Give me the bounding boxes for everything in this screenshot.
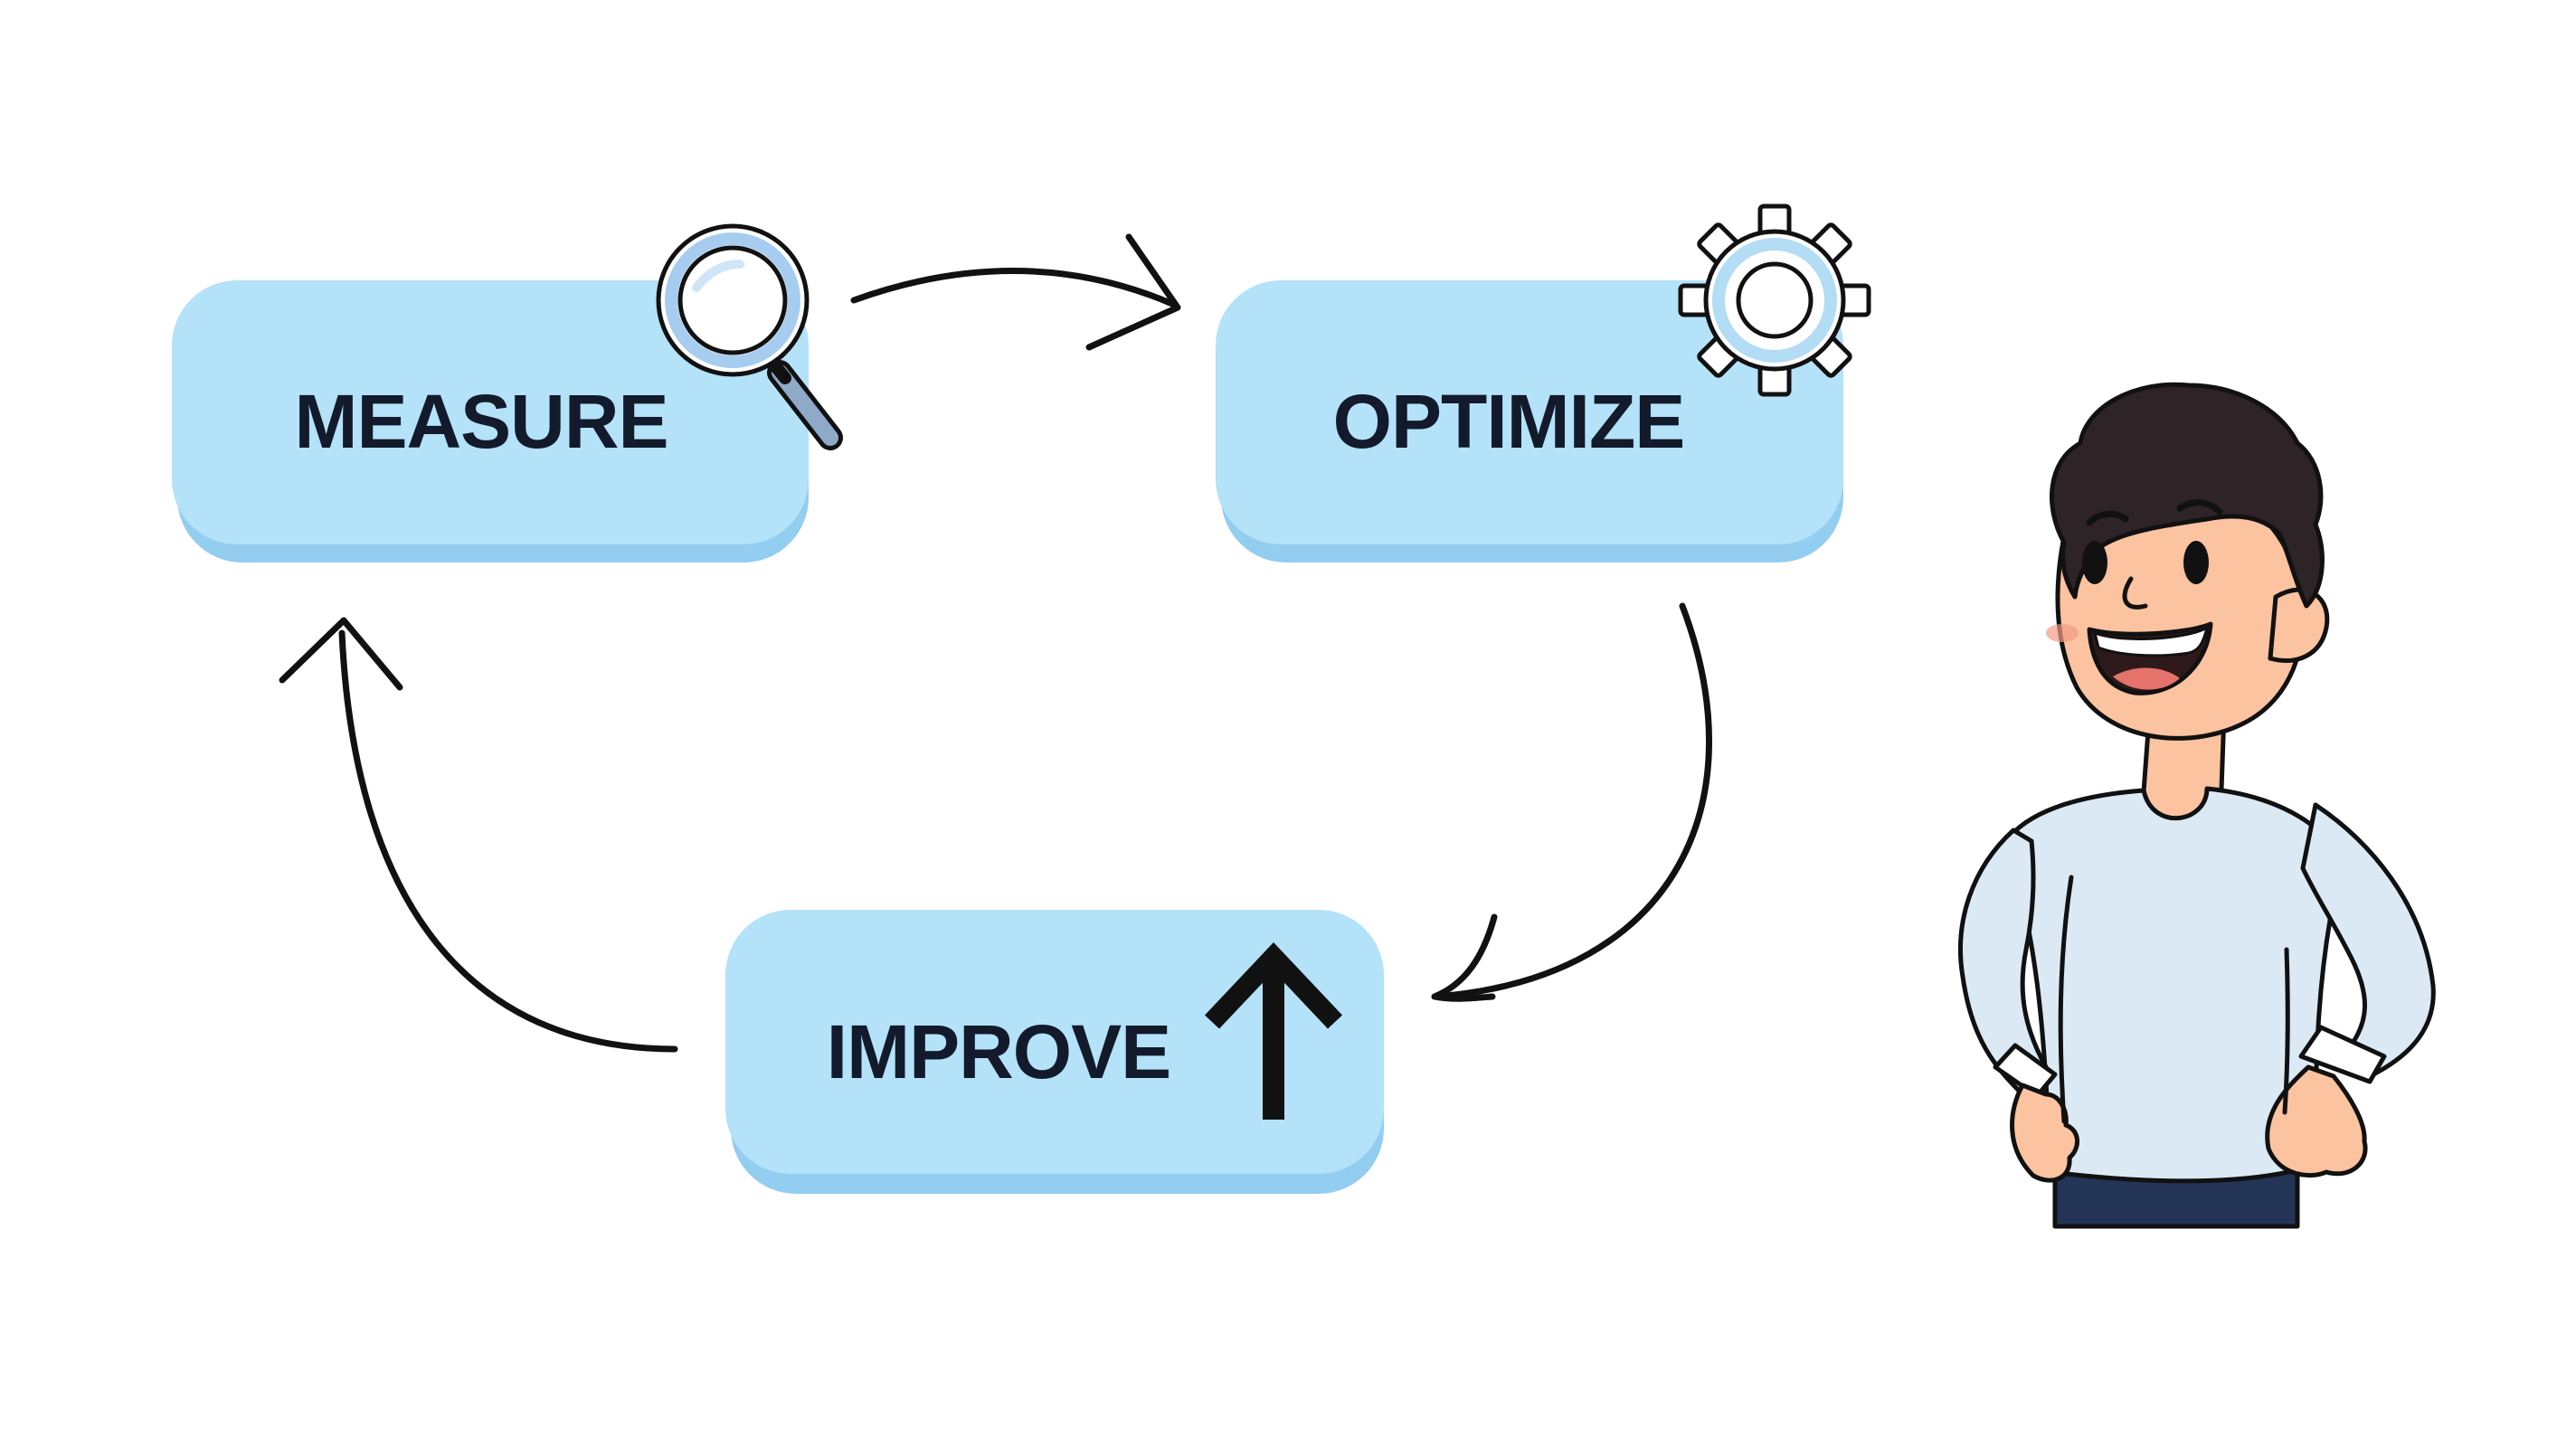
improve-label: IMPROVE (827, 1009, 1170, 1094)
right-arm (2300, 802, 2436, 1079)
improve-step: IMPROVE (725, 910, 1384, 1194)
ear (2268, 587, 2330, 663)
nose (2122, 576, 2148, 610)
optimize-box (1216, 280, 1843, 544)
measure-step: MEASURE (172, 280, 809, 563)
gear-icon (1678, 203, 1871, 397)
left-eyebrow (2086, 511, 2129, 526)
cheek-blush (2046, 624, 2079, 642)
arrow-measure-to-optimize (850, 233, 1181, 351)
magnifying-glass-icon (656, 223, 843, 450)
optimize-step: OPTIMIZE (1216, 280, 1843, 563)
right-eye (2183, 541, 2209, 584)
hair (2049, 382, 2325, 609)
teeth (2093, 626, 2209, 657)
measure-label: MEASURE (294, 379, 668, 464)
arrow-up-icon (1205, 941, 1342, 1120)
shirt-fold-left (2058, 875, 2074, 1124)
right-hand (2265, 1064, 2368, 1178)
optimize-label: OPTIMIZE (1333, 379, 1685, 464)
measure-box (172, 280, 809, 544)
arrow-optimize-to-improve (1431, 602, 1712, 1002)
improve-box (725, 910, 1384, 1174)
arrow-improve-to-measure (279, 617, 678, 1053)
smiling-man-illustration (1958, 382, 2436, 1229)
left-eye (2082, 541, 2107, 584)
shirt-fold-right (2282, 947, 2290, 1115)
right-cuff (2298, 1025, 2387, 1084)
tongue (2113, 667, 2180, 690)
right-eyebrow (2176, 499, 2223, 515)
